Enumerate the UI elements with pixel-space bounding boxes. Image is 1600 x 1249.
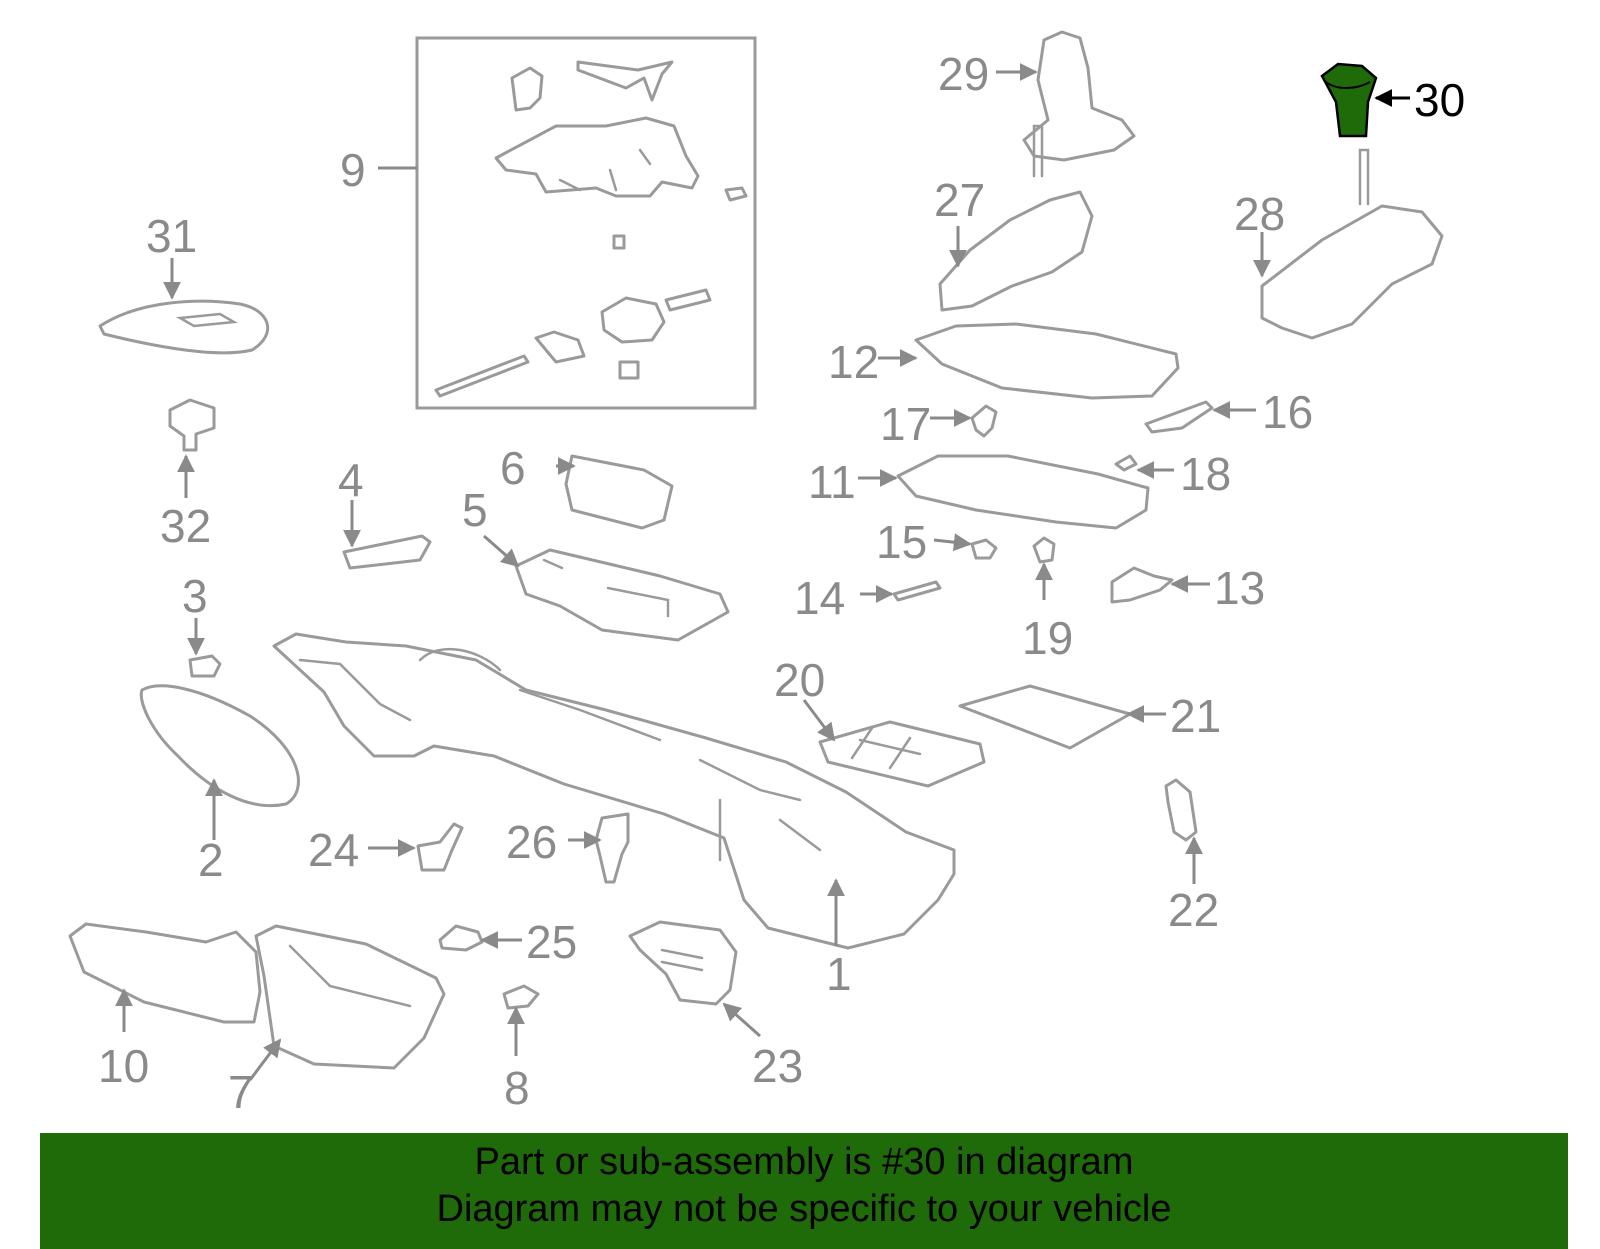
callout-14: 14 [794,572,845,624]
part-21 [958,684,1132,750]
callout-32: 32 [160,500,211,552]
part-3 [188,654,222,678]
callout-25: 25 [526,916,577,968]
part-18 [1114,454,1138,472]
part-4 [342,534,432,570]
callout-10: 10 [98,1040,149,1092]
callout-7: 7 [228,1066,254,1118]
callout-24: 24 [308,824,359,876]
part-17 [970,404,998,438]
part-2 [139,684,300,808]
callout-4: 4 [338,454,364,506]
callout-12: 12 [828,336,879,388]
callout-22: 22 [1168,884,1219,936]
part-26 [594,812,630,884]
part-9-assembly [415,36,757,410]
leader-lines [115,63,1410,1081]
part-13 [1110,566,1174,604]
part-27 [938,190,1094,312]
callout-23: 23 [752,1040,803,1092]
callout-30: 30 [1414,74,1465,126]
part-14 [892,580,942,602]
part-19 [1032,536,1056,564]
callout-16: 16 [1262,386,1313,438]
callout-19: 19 [1022,612,1073,664]
callout-18: 18 [1180,448,1231,500]
part-23 [628,920,738,1006]
callout-29: 29 [938,48,989,100]
part-20 [818,720,986,788]
part-28 [1260,204,1444,340]
part-8 [502,984,540,1010]
part-15 [970,538,998,560]
part-9-frame [415,36,757,410]
callout-6: 6 [500,442,526,494]
part-25 [438,924,484,952]
callout-21: 21 [1170,690,1221,742]
callout-13: 13 [1214,562,1265,614]
part-22 [1164,778,1198,842]
part-1 [272,632,956,950]
footer-banner: Part or sub-assembly is #30 in diagram D… [40,1133,1568,1249]
part-31 [98,299,270,355]
callout-11: 11 [808,456,856,508]
part-11 [896,454,1150,530]
part-24 [416,822,464,872]
footer-line-1: Part or sub-assembly is #30 in diagram [474,1141,1134,1183]
callout-labels: 9 31 32 3 2 4 6 5 1 24 26 10 7 25 8 23 2… [98,48,1465,1118]
part-30 [1320,62,1378,138]
callout-28: 28 [1234,188,1285,240]
part-10 [68,922,262,1024]
callout-5: 5 [462,484,488,536]
part-6 [564,454,674,530]
callout-27: 27 [934,174,985,226]
callout-20: 20 [774,654,825,706]
callout-9: 9 [340,144,366,196]
callout-2: 2 [198,834,224,886]
callout-3: 3 [182,570,208,622]
part-7 [254,924,446,1070]
part-16 [1144,400,1214,434]
callout-1: 1 [826,948,852,1000]
callout-26: 26 [506,816,557,868]
callout-8: 8 [504,1062,530,1114]
callout-31: 31 [146,210,197,262]
callout-15: 15 [876,516,927,568]
part-5 [514,548,730,642]
part-29 [1022,30,1136,162]
footer-line-2: Diagram may not be specific to your vehi… [436,1188,1172,1230]
part-12 [914,322,1180,400]
callout-17: 17 [880,398,931,450]
part-32 [168,398,216,452]
